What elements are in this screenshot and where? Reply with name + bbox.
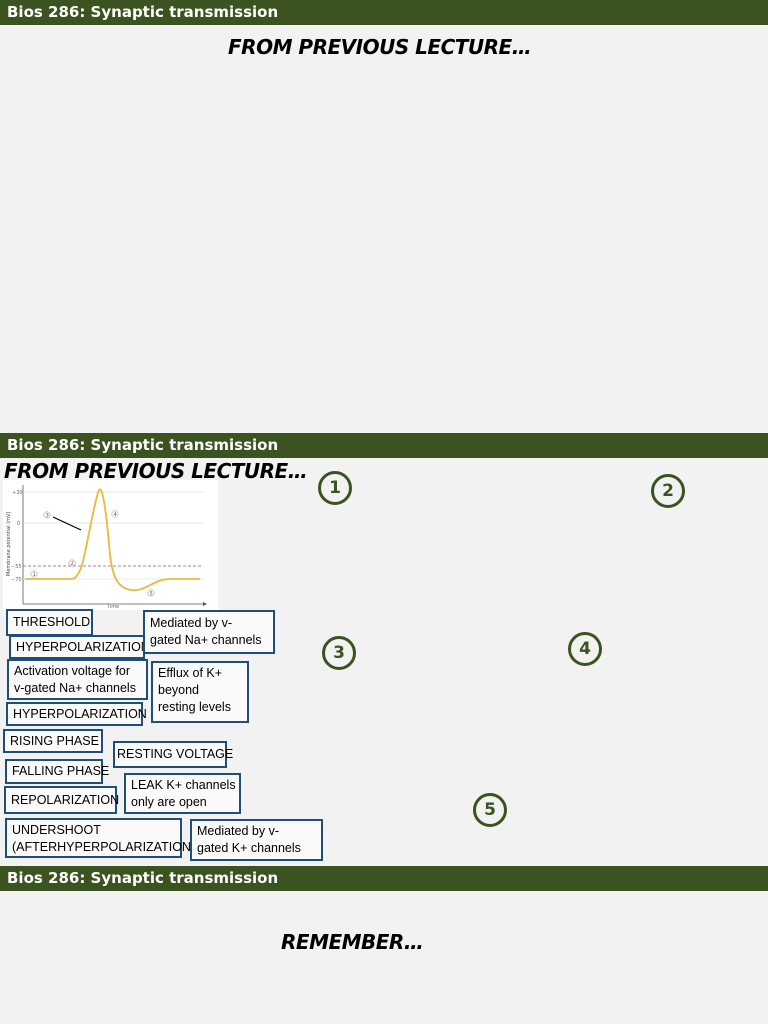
mediated-na-line-1: Mediated by v- — [150, 616, 232, 630]
svg-text:3: 3 — [46, 513, 49, 519]
label-mediated-na[interactable]: Mediated by v- gated Na+ channels — [143, 610, 275, 654]
efflux-line-2: beyond — [158, 683, 200, 697]
x-axis-arrowhead — [203, 602, 207, 606]
activation-line-1: Activation voltage for — [14, 664, 131, 678]
svg-text:4: 4 — [114, 512, 117, 518]
slide-2-title: FROM PREVIOUS LECTURE… — [4, 459, 308, 483]
leak-line-2: only are open — [131, 795, 207, 809]
slide-3-title: REMEMBER… — [281, 930, 424, 954]
ytick-minus55: −55 — [11, 564, 22, 570]
marker-4: 4 — [111, 510, 119, 518]
mediated-na-line-2: gated Na+ channels — [150, 633, 262, 647]
label-hyperpolarization-1[interactable]: HYPERPOLARIZATION — [9, 635, 150, 659]
label-hyperpolarization-2[interactable]: HYPERPOLARIZATION — [6, 702, 147, 726]
drop-target-circle-2[interactable]: 2 — [651, 474, 685, 508]
drop-target-circle-1[interactable]: 1 — [318, 471, 352, 505]
slide-2-header: Bios 286: Synaptic transmission — [0, 433, 768, 458]
slide-1-header: Bios 286: Synaptic transmission — [0, 0, 768, 25]
mediated-k-line-1: Mediated by v- — [197, 824, 279, 838]
svg-text:2: 2 — [71, 561, 74, 567]
label-efflux-k[interactable]: Efflux of K+ beyond resting levels — [151, 661, 249, 723]
marker-5: 5 — [147, 589, 155, 597]
label-activation-voltage[interactable]: Activation voltage for v-gated Na+ chann… — [7, 659, 148, 700]
label-threshold[interactable]: THRESHOLD — [6, 609, 93, 636]
label-falling-phase[interactable]: FALLING PHASE — [5, 759, 109, 784]
ytick-zero: 0 — [17, 521, 20, 527]
slide-1-title: FROM PREVIOUS LECTURE… — [228, 35, 532, 59]
efflux-line-1: Efflux of K+ — [158, 666, 223, 680]
label-leak-k[interactable]: LEAK K+ channels only are open — [124, 773, 241, 814]
marker-3: 3 — [43, 511, 51, 519]
ytick-minus70: −70 — [11, 577, 22, 583]
mediated-k-line-2: gated K+ channels — [197, 841, 301, 855]
slide-3-header: Bios 286: Synaptic transmission — [0, 866, 768, 891]
annotation-arrow — [52, 516, 82, 531]
label-mediated-k[interactable]: Mediated by v- gated K+ channels — [190, 819, 323, 861]
activation-line-2: v-gated Na+ channels — [14, 681, 136, 695]
svg-text:1: 1 — [33, 572, 36, 578]
efflux-line-3: resting levels — [158, 700, 231, 714]
label-resting-voltage[interactable]: RESTING VOLTAGE — [113, 741, 233, 768]
ytick-plus30: +30 — [12, 490, 23, 496]
x-axis-label: Time — [106, 604, 119, 610]
label-repolarization[interactable]: REPOLARIZATION — [4, 786, 119, 814]
action-potential-trace — [25, 488, 200, 592]
drop-target-circle-3[interactable]: 3 — [322, 636, 356, 670]
marker-1: 1 — [30, 570, 38, 578]
drop-target-circle-5[interactable]: 5 — [473, 793, 507, 827]
undershoot-line-1: UNDERSHOOT — [12, 823, 101, 837]
label-rising-phase[interactable]: RISING PHASE — [3, 729, 103, 753]
label-undershoot[interactable]: UNDERSHOOT (AFTERHYPERPOLARIZATION) — [5, 818, 196, 858]
y-axis-label: Membrane potential (mV) — [6, 512, 12, 576]
leak-line-1: LEAK K+ channels — [131, 778, 236, 792]
marker-2: 2 — [68, 559, 76, 567]
drop-target-circle-4[interactable]: 4 — [568, 632, 602, 666]
action-potential-graph: +30 0 −55 −70 Membrane potential (mV) Ti… — [3, 480, 218, 610]
undershoot-line-2: (AFTERHYPERPOLARIZATION) — [12, 840, 196, 854]
svg-text:5: 5 — [150, 591, 153, 597]
